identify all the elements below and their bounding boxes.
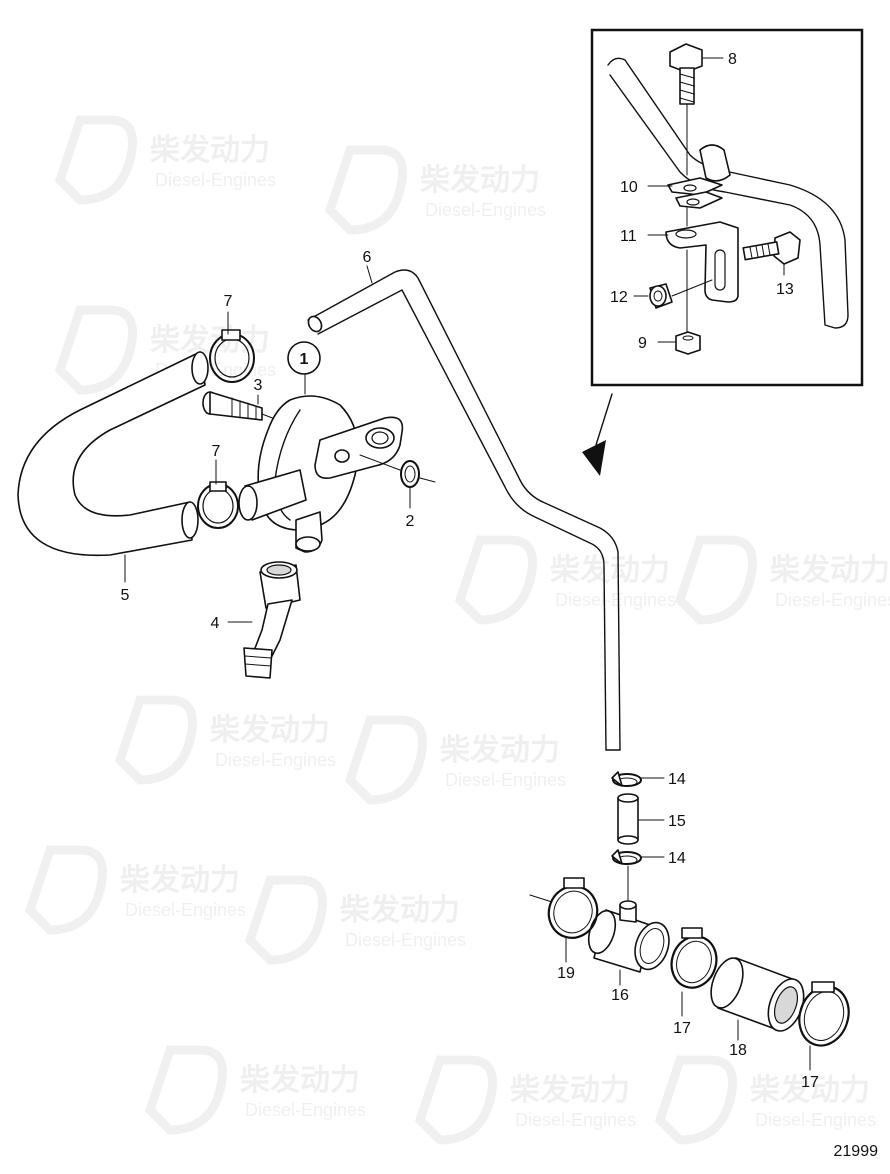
callout-7-lower: 7 <box>212 443 221 460</box>
callout-14-lower: 14 <box>668 850 686 867</box>
clamp-14-upper <box>611 771 642 787</box>
watermark: 柴发动力 Diesel-Engines <box>674 535 890 625</box>
watermark: 柴发动力 Diesel-Engines <box>344 715 566 805</box>
watermark-sub: Diesel-Engines <box>555 590 676 610</box>
callout-14-upper: 14 <box>668 771 686 788</box>
callout-16: 16 <box>611 987 629 1004</box>
callout-1: 1 <box>300 351 309 368</box>
watermark: 柴发动力 Diesel-Engines <box>144 1045 366 1135</box>
watermark: 柴发动力 Diesel-Engines <box>414 1055 636 1145</box>
watermark-brand: 柴发动力 <box>550 553 670 588</box>
callout-4: 4 <box>211 615 220 632</box>
watermark: 柴发动力 Diesel-Engines <box>54 115 276 205</box>
callout-11: 11 <box>620 228 637 245</box>
watermark-sub: Diesel-Engines <box>125 900 246 920</box>
callout-19: 19 <box>557 965 575 982</box>
t-piece-16 <box>587 900 670 973</box>
watermark-brand: 柴发动力 <box>510 1073 630 1108</box>
clamp-7-upper <box>209 329 255 383</box>
watermark: 柴发动力 Diesel-Engines <box>114 695 336 785</box>
separator-housing <box>238 395 404 553</box>
watermark-sub: Diesel-Engines <box>775 590 890 610</box>
callout-6: 6 <box>363 249 372 266</box>
watermark-sub: Diesel-Engines <box>425 200 546 220</box>
detail-inset <box>590 28 864 387</box>
callout-7-upper: 7 <box>224 293 233 310</box>
watermark-sub: Diesel-Engines <box>155 170 276 190</box>
o-ring-2 <box>359 454 436 488</box>
clamp-19 <box>529 877 599 939</box>
callout-5: 5 <box>121 587 130 604</box>
watermark: 柴发动力 Diesel-Engines <box>324 145 546 235</box>
callout-18: 18 <box>729 1042 747 1059</box>
watermark-brand: 柴发动力 <box>120 863 240 898</box>
callout-8: 8 <box>728 51 737 68</box>
hose-18 <box>710 957 805 1032</box>
watermark: 柴发动力 Diesel-Engines <box>244 875 466 965</box>
watermark-brand: 柴发动力 <box>440 733 560 768</box>
watermark: 柴发动力 Diesel-Engines <box>454 535 676 625</box>
clamp-14-lower <box>611 849 642 901</box>
watermarks: 柴发动力 Diesel-Engines 柴发动力 Diesel-Engines … <box>24 115 890 1145</box>
callout-15: 15 <box>668 813 686 830</box>
hose-5 <box>17 351 209 557</box>
clamp-7-lower <box>197 481 239 529</box>
watermark-sub: Diesel-Engines <box>245 1100 366 1120</box>
watermark-sub: Diesel-Engines <box>445 770 566 790</box>
watermark-brand: 柴发动力 <box>770 553 890 588</box>
watermark: 柴发动力 Diesel-Engines <box>654 1055 876 1145</box>
callout-17-first: 17 <box>673 1020 691 1037</box>
watermark: 柴发动力 Diesel-Engines <box>24 845 246 935</box>
hose-15 <box>617 793 639 845</box>
callout-3: 3 <box>254 377 263 394</box>
watermark-sub: Diesel-Engines <box>755 1110 876 1130</box>
watermark-brand: 柴发动力 <box>210 713 330 748</box>
nipple-4 <box>243 561 301 679</box>
watermark-brand: 柴发动力 <box>420 163 540 198</box>
callout-17-second: 17 <box>801 1074 819 1091</box>
callout-10: 10 <box>620 179 638 196</box>
callout-12: 12 <box>610 289 628 306</box>
watermark-brand: 柴发动力 <box>750 1073 870 1108</box>
clamp-17-first <box>670 927 718 989</box>
watermark-brand: 柴发动力 <box>150 133 270 168</box>
callout-labels: 1 2 3 4 5 6 7 7 8 9 10 11 12 13 14 15 14… <box>121 51 879 1160</box>
inset-pointer-arrow <box>582 393 613 476</box>
watermark-sub: Diesel-Engines <box>215 750 336 770</box>
clamp-17-second <box>798 981 850 1047</box>
callout-9: 9 <box>638 335 647 352</box>
callout-1-circle <box>287 341 321 375</box>
figure-number: 21999 <box>834 1143 879 1160</box>
leader-lines <box>124 265 811 1071</box>
watermark-sub: Diesel-Engines <box>345 930 466 950</box>
pipe-6 <box>307 269 621 751</box>
callout-13: 13 <box>776 281 794 298</box>
watermark-sub: Diesel-Engines <box>515 1110 636 1130</box>
watermark-brand: 柴发动力 <box>340 893 460 928</box>
watermark-brand: 柴发动力 <box>240 1063 360 1098</box>
callout-2: 2 <box>406 513 415 530</box>
